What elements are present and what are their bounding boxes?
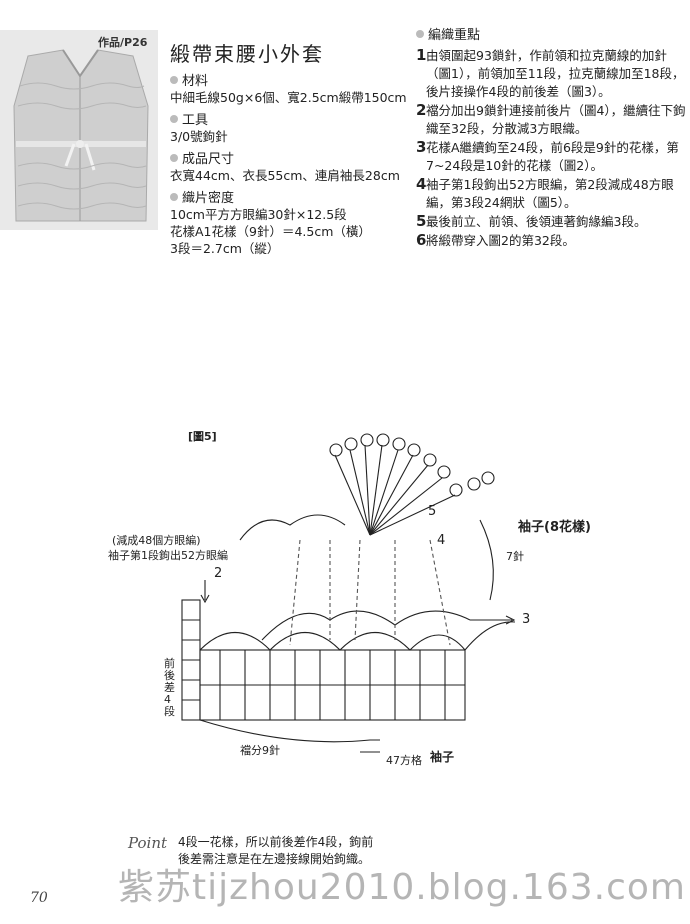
- step-text: 由領圍起93鎖針，作前領和拉克蘭線的加針（圖1），前領加至11段，拉克蘭線加至1…: [426, 48, 685, 99]
- stitch-bracket: [479, 519, 494, 601]
- page-number: 70: [30, 890, 48, 906]
- gauge-heading: 織片密度: [170, 187, 410, 206]
- step-text: 袖子第1段鉤出52方眼編，第2段減成48方眼編，第3段24網狀（圖5）。: [426, 177, 674, 210]
- row-number: 4: [437, 533, 446, 548]
- specs-block: 材料 中細毛線50g×6個、寬2.5cm緞帶150cm 工具 3/0號鉤針 成品…: [170, 70, 410, 257]
- row-number: 5: [428, 504, 437, 519]
- point-note: 4段一花樣，所以前後差作4段，鉤前 後差需注意是在左邊接線開始鉤織。: [178, 834, 373, 868]
- arrow-head: [200, 594, 210, 604]
- sleeve-pattern-label: 袖子(8花樣): [518, 520, 591, 535]
- materials-value: 中細毛線50g×6個、寬2.5cm緞帶150cm: [170, 90, 407, 105]
- picot-circles: [329, 433, 495, 497]
- step-text: 花樣A繼續鉤至24段，前6段是9針的花樣，第7~24段是10針的花樣（圖2）。: [426, 140, 679, 173]
- step-number: 1: [416, 46, 427, 64]
- step-text: 最後前立、前領、後領連著鉤緣編3段。: [426, 214, 647, 229]
- point-line: 後差需注意是在左邊接線開始鉤織。: [178, 852, 371, 866]
- gauge-line: 花樣A1花樣（9針）＝4.5cm（橫）: [170, 224, 371, 239]
- vest-illustration: [13, 49, 149, 222]
- gauge-line: 10cm平方方眼編30針×12.5段: [170, 207, 347, 222]
- materials-heading: 材料: [170, 70, 410, 89]
- points-heading: 編織重點: [416, 24, 688, 43]
- step-number: 5: [416, 212, 427, 230]
- stitches-label: 7針: [506, 550, 524, 563]
- fan-stitches: [334, 444, 456, 536]
- tools-heading: 工具: [170, 109, 410, 128]
- scallop-row: [239, 514, 346, 541]
- tools-value: 3/0號鉤針: [170, 129, 228, 144]
- row1-note: 袖子第1段鉤出52方眼編: [108, 549, 228, 562]
- gusset-curve: [199, 719, 380, 743]
- point-line: 4段一花樣，所以前後差作4段，鉤前: [178, 835, 374, 849]
- figure-label: [圖5]: [188, 430, 217, 443]
- step-text: 將緞帶穿入圖2的第32段。: [426, 233, 575, 248]
- watermark: 紫苏tijzhou2010.blog.163.com: [118, 867, 686, 908]
- step-number: 6: [416, 231, 427, 249]
- arrow-head: [505, 615, 516, 625]
- guide-lines: [289, 539, 451, 646]
- scallop-row: [261, 610, 471, 641]
- front-back-diff-label: 前後差4段: [164, 657, 175, 718]
- mesh-columns: [219, 650, 446, 720]
- point-word: Point: [128, 834, 168, 852]
- garment-photo: [0, 30, 158, 230]
- decrease-note: (減成48個方眼編): [112, 534, 201, 547]
- size-value: 衣寬44cm、衣長55cm、連肩袖長28cm: [170, 168, 400, 183]
- mesh-arches: [199, 621, 516, 651]
- work-page-tag: 作品/P26: [98, 36, 148, 49]
- size-heading: 成品尺寸: [170, 148, 410, 167]
- page-title: 緞帶束腰小外套: [170, 42, 324, 66]
- step-text: 襠分加出9鎖針連接前後片（圖4），繼續往下鉤織至32段，分散減3方眼織。: [426, 103, 686, 136]
- step-number: 2: [416, 101, 427, 119]
- gusset-label: 襠分9針: [240, 744, 280, 757]
- row-number: 2: [214, 566, 223, 581]
- gauge-line: 3段＝2.7cm（縱）: [170, 241, 280, 256]
- row-number: 3: [522, 612, 531, 627]
- step-number: 4: [416, 175, 427, 193]
- squares-label: 47方格: [386, 754, 422, 767]
- step-number: 3: [416, 138, 427, 156]
- sleeve-label: 袖子: [430, 750, 455, 764]
